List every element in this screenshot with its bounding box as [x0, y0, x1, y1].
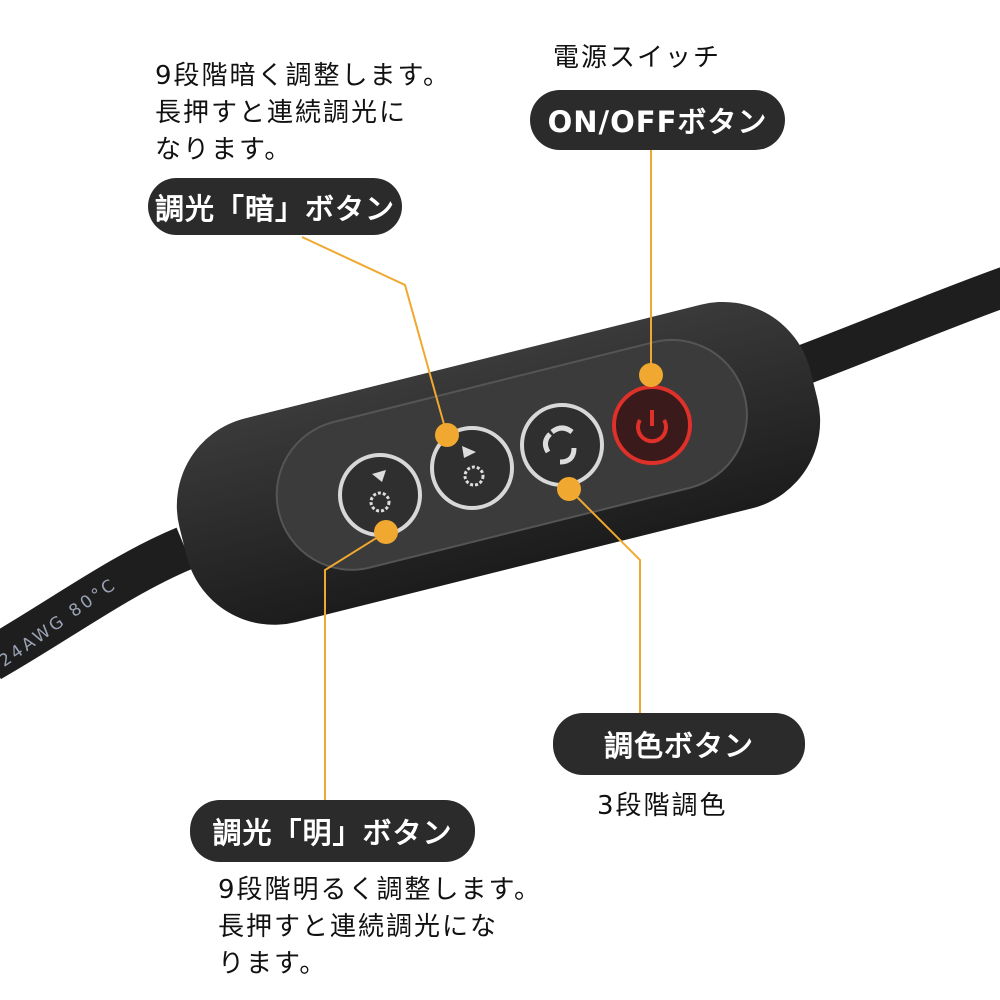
power-button-graphic	[612, 385, 692, 465]
callout-lines	[301, 150, 652, 805]
cable-left	[0, 527, 194, 680]
dim-button-description: 9段階暗く調整します。長押すと連続調光になります。	[155, 58, 451, 169]
description-line: 長押すと連続調光に	[155, 98, 408, 128]
callout-dot-color	[557, 477, 581, 501]
power-button-label: ON/OFFボタン	[530, 90, 785, 150]
description-line: 9段階暗く調整します。	[155, 61, 451, 91]
dim-button-label: 調光「暗」ボタン	[148, 178, 402, 235]
description-line: 長押すと連続調光にな	[218, 912, 499, 942]
color-button-label: 調色ボタン	[553, 713, 805, 775]
description-line: なります。	[155, 135, 293, 165]
cable-right	[782, 267, 1000, 389]
arrow-icon	[462, 446, 476, 458]
sun-icon	[369, 491, 391, 513]
sun-icon	[463, 465, 485, 487]
callout-dot-power	[639, 363, 663, 387]
callout-dot-dim	[435, 423, 459, 447]
description-line: ります。	[218, 949, 328, 979]
callout-dot-bright	[374, 520, 398, 544]
power-switch-caption: 電源スイッチ	[553, 43, 722, 73]
color-button-graphic	[520, 403, 604, 487]
dim-button-graphic	[430, 426, 514, 510]
power-icon	[636, 418, 668, 444]
cycle-icon	[542, 425, 577, 465]
bright-button-label: 調光「明」ボタン	[190, 800, 475, 862]
color-button-description: 3段階調色	[597, 791, 728, 821]
description-line: 9段階明るく調整します。	[218, 875, 542, 905]
arrow-icon	[372, 470, 386, 482]
bright-button-description: 9段階明るく調整します。長押すと連続調光になります。	[218, 872, 542, 983]
